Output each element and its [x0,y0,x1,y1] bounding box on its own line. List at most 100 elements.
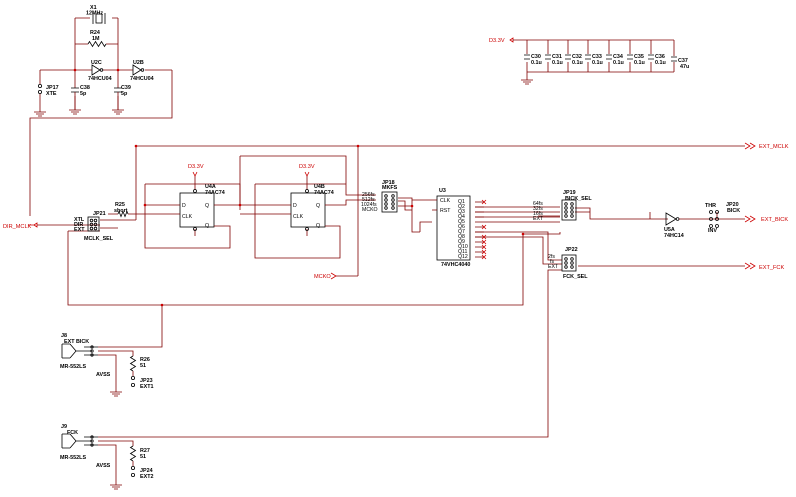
ext-mclk-arrow [744,142,756,150]
jp24-ref: JP24 [140,468,153,474]
r25-value: short [114,208,128,214]
no-connect-mark [481,224,487,230]
crystal-x1 [95,13,103,24]
u3-output-11: Q11 [458,249,468,255]
jp24-label: EXT2 [140,474,153,480]
no-connect-mark [481,249,487,255]
u4a-ref: U4A [205,184,216,190]
x1-ref: X1 [90,5,97,11]
jumper-jp20: THR JP20 BICK INV [705,202,740,234]
jp21-ref: JP21 [93,211,106,217]
inverter-u5a: U5A 74HC14 [649,212,688,239]
u4b-pin-clk: CLK [293,214,304,220]
r24-ref: R24 [90,30,100,36]
u2c-part: 74HCU04 [88,76,112,82]
j9-ref: J9 [61,424,67,430]
c30-value: 0.1u [531,60,542,66]
j8-part: MR-552LS [60,364,86,370]
jp23-ref: JP23 [140,378,153,384]
u3-output-10: Q10 [458,244,468,250]
net-labels: DIR_MCLK EXT_MCLK EXT_BICK EXT_FCK MCKO … [3,68,789,307]
jp22-opt-2fs: 2fs [548,254,555,260]
inverter-u2b [132,64,142,76]
flipflop-u4b: U4B 74AC74 D Q CLK Q [286,184,334,231]
resistor-r24 [87,40,107,48]
jp19-ref: JP19 [563,190,576,196]
c38-ref: C38 [80,85,90,91]
jp18-opt-512fs: 512fs [362,197,375,203]
u3-part: 74VHC4040 [441,262,470,268]
d33-top-label: D3.3V [489,38,505,44]
u4a-pin-q: Q [205,203,209,209]
jumper-jp19: JP19 BICK_SEL 64fs 32fs 16fs EXT [533,190,592,222]
jp18-opt-256fs: 256fs [362,192,375,198]
u4a-pin-clk: CLK [182,214,193,220]
u4a-pin-qn: Q [205,223,209,229]
jumper-jp22: JP22 FCK_SEL 2fs fs EXT [548,247,588,280]
u3-output-8: Q8 [458,234,465,240]
jumper-jp18: JP18 MKFS 256fs 512fs 1024fs MCKO [361,180,398,213]
avss-label-a: AVSS [96,372,111,378]
connector-j9: J9 FCK MR-552LS R27 51 AVSS JP24 EXT2 [60,424,153,490]
c33-value: 0.1u [592,60,603,66]
d33-label-b: D3.3V [299,164,315,170]
u4b-pin-q: Q [316,203,320,209]
c32-value: 0.1u [572,60,583,66]
no-connect-mark [481,244,487,250]
u3-output-5: Q5 [458,219,465,225]
c30-ref: C30 [531,54,541,60]
ext-fck-arrow [744,262,756,270]
j9-part: MR-552LS [60,455,86,461]
u3-output-7: Q7 [458,229,465,235]
u3-output-1: Q1 [458,199,465,205]
jp18-opt-mcko: MCKO [362,207,378,213]
resistor-r25: R25 short [114,202,129,218]
jp20-ref: JP20 [726,202,739,208]
c37-ref: C37 [678,58,688,64]
counter-u3: U3 74VHC4040 CLK RST Q1Q2Q3Q4Q5Q6Q7Q8Q9Q… [432,188,487,268]
ext-bick-arrow [744,215,756,223]
dir-mclk-arrow [28,222,38,228]
u3-output-6: Q6 [458,224,465,230]
ext-fck-label: EXT_FCK [759,265,784,271]
r27-ref: R27 [140,448,150,454]
c34-ref: C34 [613,54,623,60]
no-connect-mark [481,199,487,205]
c39-value: 5p [121,91,128,97]
jp22-opt-ext: EXT [548,264,559,270]
jp17-label: XTE [46,91,57,97]
u3-output-3: Q3 [458,209,465,215]
r24-value: 1M [92,36,100,42]
ext-bick-label: EXT_BICK [761,217,788,223]
u3-output-4: Q4 [458,214,465,220]
c39-ref: C39 [121,85,131,91]
inverter-u2c [91,64,101,76]
j9-label: FCK [67,430,78,436]
r25-ref: R25 [115,202,125,208]
j8-ref: J8 [61,333,67,339]
c34-value: 0.1u [613,60,624,66]
u5a-part: 74HC14 [664,233,684,239]
d33-label-a: D3.3V [188,164,204,170]
r27-value: 51 [140,454,146,460]
net-wiring [37,145,745,438]
u5a-ref: U5A [664,227,675,233]
jp18-label: MKFS [382,185,398,191]
jp19-label: BICK_SEL [565,196,592,202]
jp22-ref: JP22 [565,247,578,253]
u4a-part: 74AC74 [205,190,225,196]
u4b-part: 74AC74 [314,190,334,196]
c31-ref: C31 [552,54,562,60]
avss-label-b: AVSS [96,463,111,469]
u4b-pin-d: D [293,203,297,209]
u3-output-9: Q9 [458,239,465,245]
r26-ref: R26 [140,357,150,363]
c37-value: 47u [680,64,689,70]
jp23-label: EXT1 [140,384,153,390]
jp22-label: FCK_SEL [563,274,588,280]
jp19-opt-32fs: 32fs [533,206,543,212]
dir-mclk-label: DIR_MCLK [3,224,32,230]
jp21-pin-xtl: XTL [74,217,85,223]
u2b-ref: U2B [133,60,144,66]
